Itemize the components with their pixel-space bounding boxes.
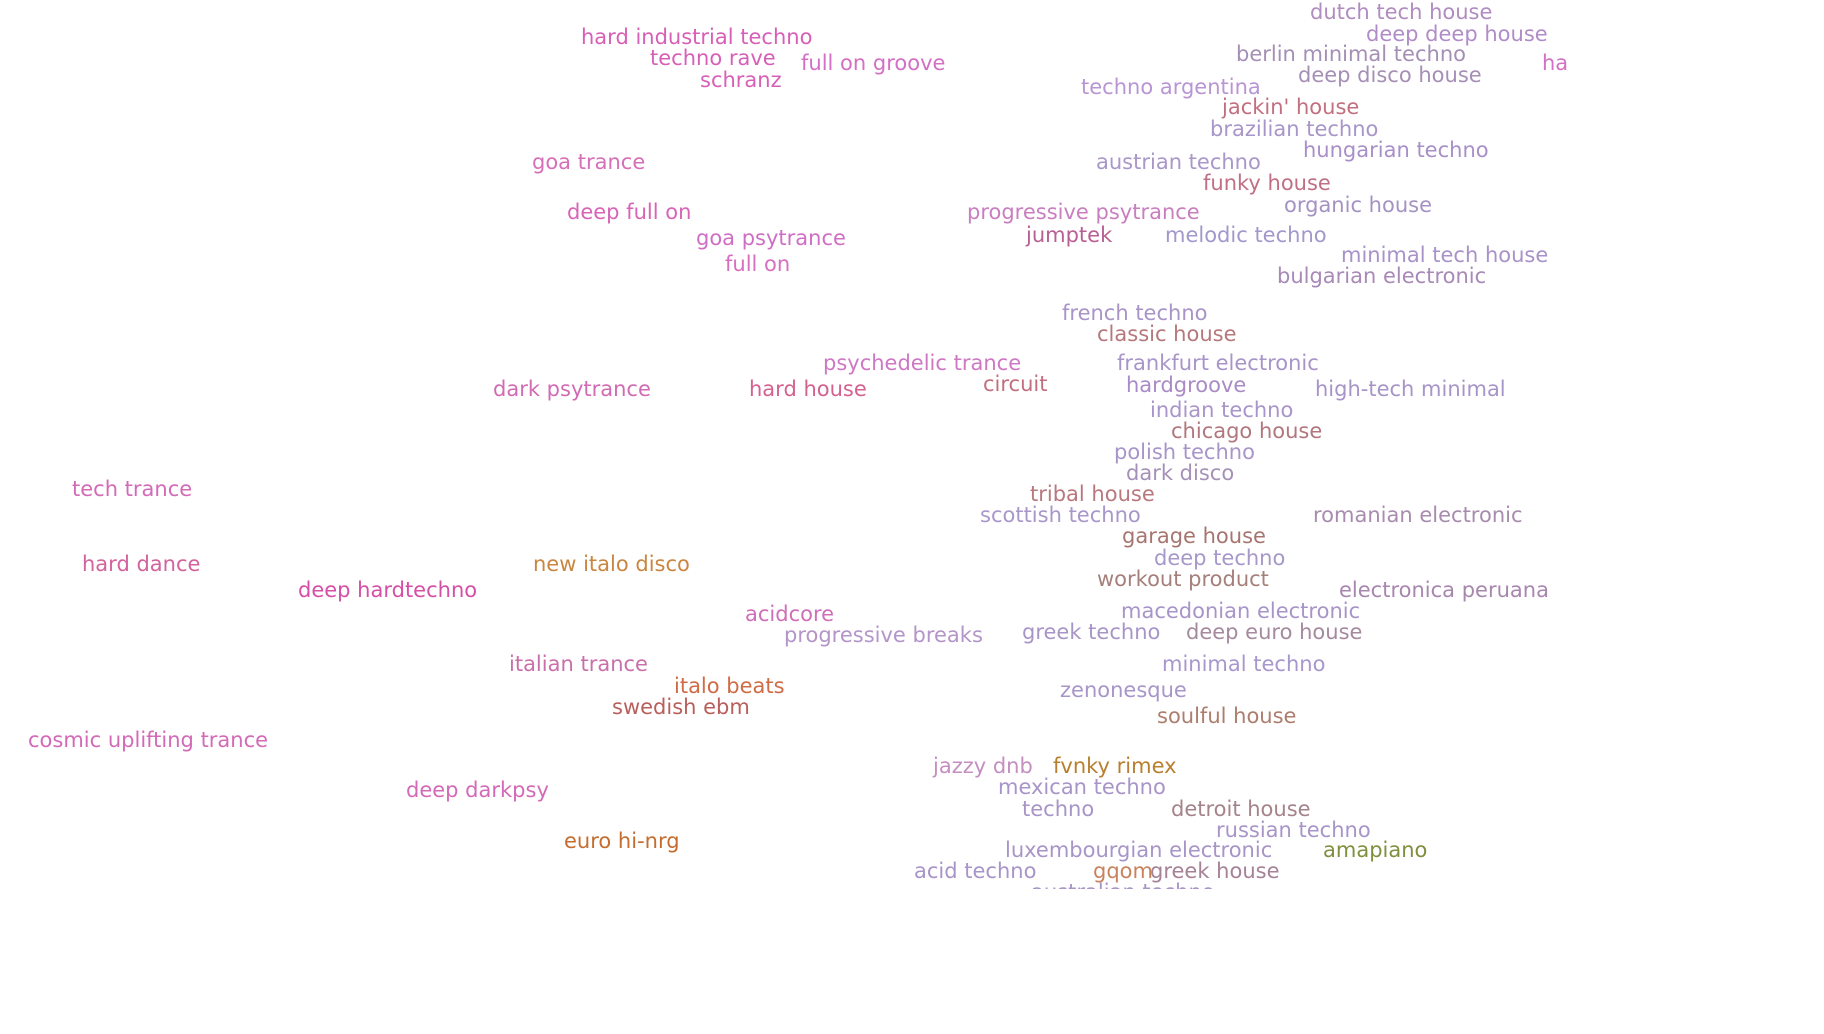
genre-psychedelic-trance[interactable]: psychedelic trance — [823, 351, 1022, 375]
genre-hard-industrial-techno[interactable]: hard industrial techno — [581, 25, 813, 49]
genre-tribal-house[interactable]: tribal house — [1030, 482, 1155, 506]
genre-italo-beats[interactable]: italo beats — [674, 674, 785, 698]
genre-romanian-electronic[interactable]: romanian electronic — [1313, 503, 1523, 527]
genre-progressive-breaks[interactable]: progressive breaks — [784, 623, 983, 647]
genre-zenonesque[interactable]: zenonesque — [1060, 678, 1187, 702]
genre-swedish-ebm[interactable]: swedish ebm — [612, 695, 750, 719]
genre-fvnky-rimex[interactable]: fvnky rimex — [1053, 754, 1177, 778]
genre-gqom[interactable]: gqom — [1093, 859, 1153, 883]
genre-greek-techno[interactable]: greek techno — [1022, 620, 1161, 644]
genre-dark-disco[interactable]: dark disco — [1126, 461, 1235, 485]
genre-classic-house[interactable]: classic house — [1097, 322, 1237, 346]
genre-australian-techno[interactable]: australian techno — [1031, 880, 1215, 889]
genre-hard-house[interactable]: hard house — [749, 377, 867, 401]
genre-detroit-house[interactable]: detroit house — [1171, 797, 1311, 821]
genre-deep-euro-house[interactable]: deep euro house — [1186, 620, 1363, 644]
genre-cosmic-uplifting-trance[interactable]: cosmic uplifting trance — [28, 728, 269, 752]
genre-luxembourgian-electronic[interactable]: luxembourgian electronic — [1005, 838, 1273, 862]
genre-austrian-techno[interactable]: austrian techno — [1096, 150, 1261, 174]
genre-polish-techno[interactable]: polish techno — [1114, 440, 1255, 464]
genre-jackin-house[interactable]: jackin' house — [1222, 95, 1360, 119]
genre-organic-house[interactable]: organic house — [1284, 193, 1433, 217]
genre-progressive-psytrance[interactable]: progressive psytrance — [967, 200, 1200, 224]
genre-acidcore[interactable]: acidcore — [745, 602, 835, 626]
genre-new-italo-disco[interactable]: new italo disco — [533, 552, 690, 576]
genre-full-on[interactable]: full on — [725, 252, 791, 276]
genre-macedonian-electronic[interactable]: macedonian electronic — [1121, 599, 1361, 623]
genre-bulgarian-electronic[interactable]: bulgarian electronic — [1277, 264, 1487, 288]
genre-deep-disco-house[interactable]: deep disco house — [1298, 63, 1482, 87]
genre-deep-darkpsy[interactable]: deep darkpsy — [406, 778, 549, 802]
genre-deep-techno[interactable]: deep techno — [1154, 546, 1286, 570]
genre-hungarian-techno[interactable]: hungarian techno — [1303, 138, 1489, 162]
genre-garage-house[interactable]: garage house — [1122, 524, 1266, 548]
genre-techno-rave[interactable]: techno rave — [650, 46, 776, 70]
genre-schranz[interactable]: schranz — [700, 68, 782, 92]
genre-mexican-techno[interactable]: mexican techno — [998, 775, 1166, 799]
genre-dark-psytrance[interactable]: dark psytrance — [493, 377, 651, 401]
genre-deep-full-on[interactable]: deep full on — [567, 200, 692, 224]
genre-indian-techno[interactable]: indian techno — [1150, 398, 1294, 422]
genre-workout-product[interactable]: workout product — [1097, 567, 1269, 591]
genre-tech-trance[interactable]: tech trance — [72, 477, 193, 501]
genre-amapiano[interactable]: amapiano — [1323, 838, 1428, 862]
genre-goa-psytrance[interactable]: goa psytrance — [696, 226, 846, 250]
genre-soulful-house[interactable]: soulful house — [1157, 704, 1297, 728]
genre-acid-techno[interactable]: acid techno — [914, 859, 1037, 883]
genre-frankfurt-electronic[interactable]: frankfurt electronic — [1117, 351, 1319, 375]
genre-hardgroove[interactable]: hardgroove — [1126, 373, 1247, 397]
genre-greek-house[interactable]: greek house — [1150, 859, 1280, 883]
genre-brazilian-techno[interactable]: brazilian techno — [1210, 117, 1379, 141]
genre-hard-dance[interactable]: hard dance — [82, 552, 201, 576]
genre-techno[interactable]: techno — [1022, 797, 1095, 821]
genre-minimal-techno[interactable]: minimal techno — [1162, 652, 1326, 676]
genre-french-techno[interactable]: french techno — [1062, 301, 1208, 325]
genre-deep-deep-house[interactable]: deep deep house — [1366, 22, 1548, 46]
genre-melodic-techno[interactable]: melodic techno — [1165, 223, 1327, 247]
genre-electronica-peruana[interactable]: electronica peruana — [1339, 578, 1549, 602]
genre-deep-hardtechno[interactable]: deep hardtechno — [298, 578, 478, 602]
genre-jumptek[interactable]: jumptek — [1026, 223, 1113, 247]
genre-berlin-minimal-techno[interactable]: berlin minimal techno — [1236, 42, 1466, 66]
genre-funky-house[interactable]: funky house — [1203, 171, 1331, 195]
genre-minimal-tech-house[interactable]: minimal tech house — [1341, 243, 1549, 267]
genre-techno-argentina[interactable]: techno argentina — [1081, 75, 1261, 99]
genre-har[interactable]: har — [1542, 51, 1568, 75]
genre-jazzy-dnb[interactable]: jazzy dnb — [933, 754, 1033, 778]
genre-italian-trance[interactable]: italian trance — [509, 652, 648, 676]
genre-dutch-tech-house[interactable]: dutch tech house — [1310, 0, 1493, 24]
genre-scottish-techno[interactable]: scottish techno — [980, 503, 1141, 527]
genre-circuit[interactable]: circuit — [983, 372, 1048, 396]
genre-goa-trance[interactable]: goa trance — [532, 150, 646, 174]
genre-chicago-house[interactable]: chicago house — [1171, 419, 1323, 443]
genre-russian-techno[interactable]: russian techno — [1216, 818, 1371, 842]
genre-full-on-groove[interactable]: full on groove — [801, 51, 946, 75]
genre-euro-hi-nrg[interactable]: euro hi-nrg — [564, 829, 680, 853]
genre-high-tech-minimal[interactable]: high-tech minimal — [1315, 377, 1506, 401]
